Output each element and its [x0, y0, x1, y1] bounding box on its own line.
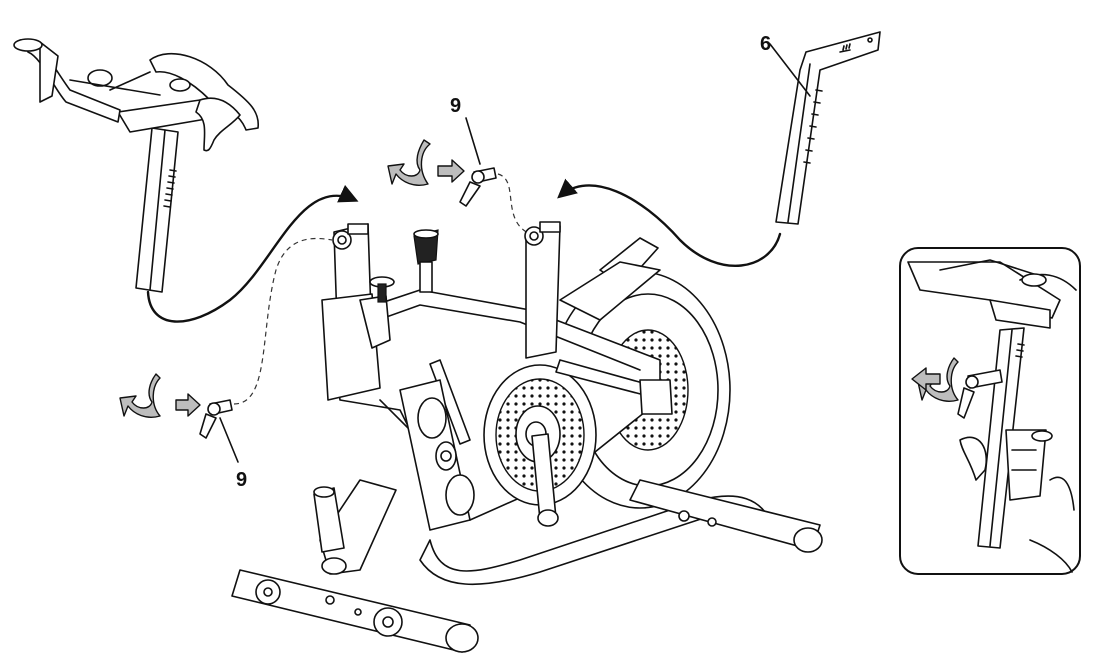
- callout-leader-6: [769, 43, 811, 97]
- exercise-bike-frame: [231, 221, 823, 653]
- seat-post-receiver-tube: [525, 225, 561, 359]
- resistance-knob: [413, 229, 439, 293]
- curved-placement-arrow-icon: [146, 184, 359, 323]
- pop-pin-knob-lower: 9: [119, 237, 333, 491]
- rotate-arrow-icon: [387, 139, 431, 186]
- handlebar-assembly: [13, 38, 259, 293]
- detail-inset: [899, 247, 1081, 575]
- height-scale-markings: [163, 169, 177, 208]
- pop-pin-knob-upper: 9: [387, 95, 531, 235]
- rotate-arrow-icon: [119, 373, 161, 418]
- callout-6: 6: [760, 33, 771, 55]
- callout-9-lower: 9: [236, 469, 247, 491]
- pop-pin-knob-icon: [199, 399, 233, 439]
- push-arrow-icon: [437, 159, 465, 183]
- callout-9-upper: 9: [450, 95, 461, 117]
- seat-post-part-6: 6: [760, 31, 881, 225]
- push-arrow-icon: [175, 393, 201, 417]
- seat-post-scale-markings: [803, 89, 823, 164]
- push-arrow-icon: [911, 367, 941, 391]
- curved-placement-arrow-icon: [557, 178, 782, 267]
- pop-pin-knob-icon: [459, 167, 497, 207]
